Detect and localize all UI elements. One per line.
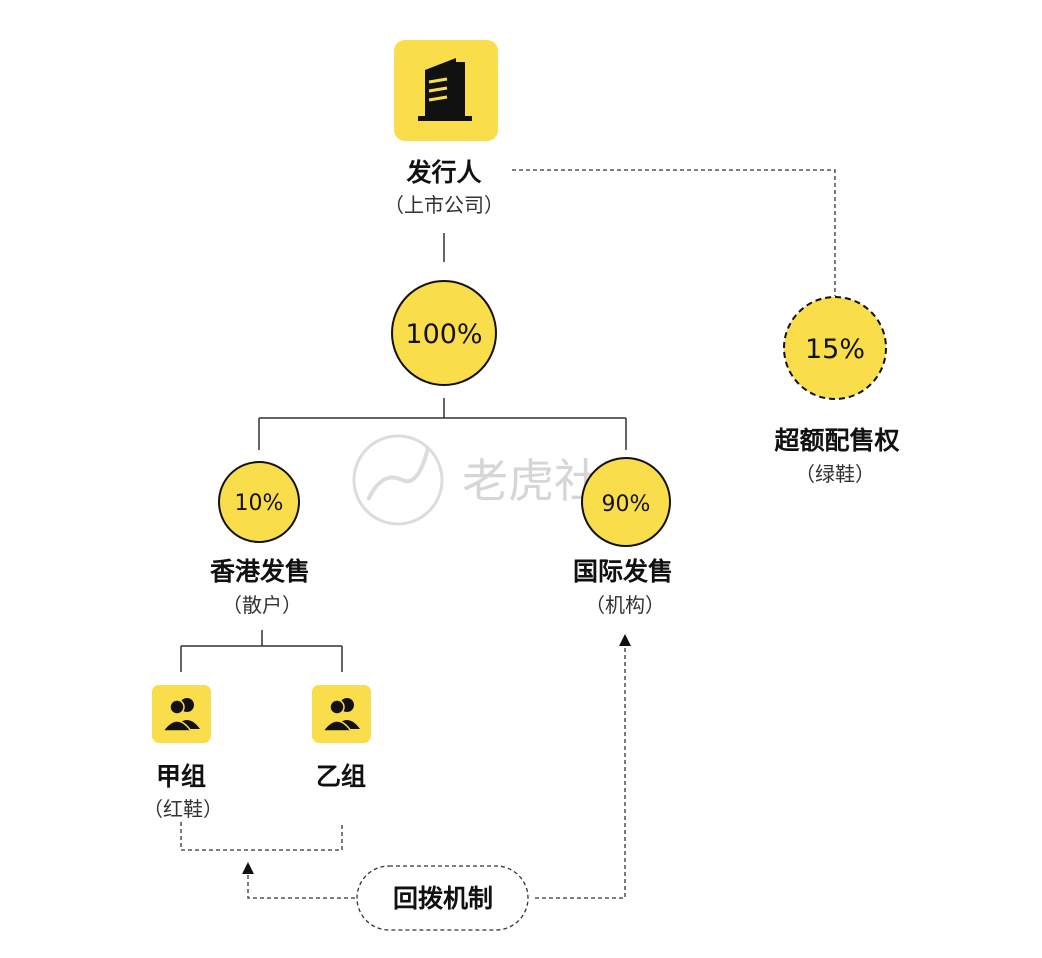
clawback-label: 回拨机制 [393,884,493,913]
hk-offering-percent: 10% [235,491,284,516]
clawback-to-hk-arrow [242,862,355,899]
group-a-title: 甲组 [156,762,206,791]
hk-offering-title: 香港发售 [210,557,310,586]
hk-offering-node: 10% 香港发售 （散户） [210,461,310,617]
intl-offering-node: 90% 国际发售 （机构） [573,457,673,617]
watermark-logo-icon [352,434,444,526]
hk-offering-circle [218,461,300,543]
group-b-icon-tile [312,685,371,743]
groups-bracket-line [180,822,343,851]
group-b-node: 乙组 [312,685,371,791]
intl-offering-percent: 90% [602,492,651,517]
solid-connectors [180,233,627,672]
issuer-subtitle: （上市公司） [384,193,504,217]
hk-offering-subtitle: （散户） [222,593,302,617]
clawback-to-intl-arrow [535,634,631,899]
greenshoe-subtitle: （绿鞋） [795,462,875,486]
greenshoe-circle [783,296,887,400]
clawback-pill [356,865,529,931]
building-icon [418,58,472,121]
issuer-to-greenshoe-line [512,169,836,296]
greenshoe-node: 15% 超额配售权 （绿鞋） [774,296,900,486]
greenshoe-percent: 15% [805,334,865,365]
users-icon [161,698,200,732]
issuer-title: 发行人 [405,158,481,187]
intl-offering-subtitle: （机构） [585,593,665,617]
group-a-subtitle: （红鞋） [143,797,223,821]
intl-offering-circle [581,457,671,547]
total-circle [391,280,497,386]
group-b-title: 乙组 [316,762,366,791]
greenshoe-title: 超额配售权 [774,426,899,455]
users-icon [321,698,360,732]
total-percent: 100% [405,319,482,350]
group-a-icon-tile [152,685,211,743]
intl-offering-title: 国际发售 [573,557,673,586]
clawback-node: 回拨机制 [356,865,529,931]
issuer-node: 发行人 （上市公司） [384,40,504,217]
total-node: 100% [391,280,497,386]
group-a-node: 甲组 （红鞋） [143,685,223,821]
dashed-connectors [180,169,836,899]
